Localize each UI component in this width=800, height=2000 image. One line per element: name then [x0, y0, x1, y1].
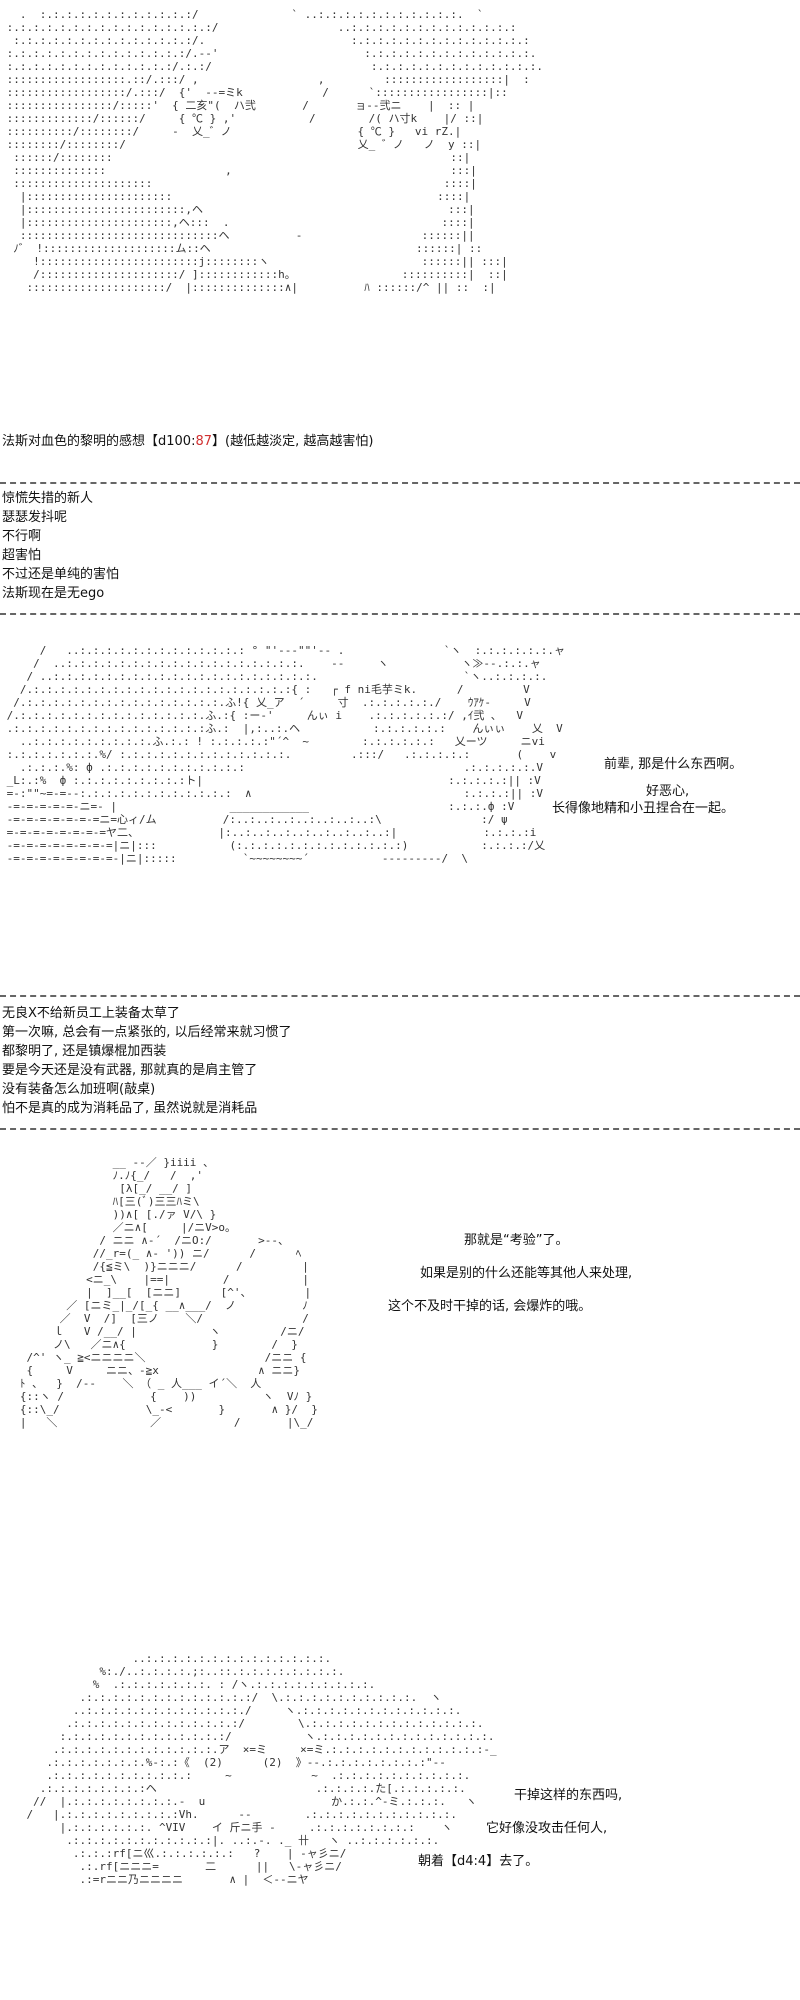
comment-line: 瑟瑟发抖呢: [2, 510, 68, 525]
dialogue-line-roll: 朝着【d4:4】去了。: [418, 1852, 622, 1871]
ascii-art-panel-1: . :.:.:.:.:.:.:.:.:.:.:.:/ ` ..:.:.:.:.:…: [6, 8, 544, 294]
comment-line: 法斯现在是无ego: [2, 586, 105, 601]
divider-1: [0, 482, 800, 484]
comment-line: 都黎明了, 还是镇爆棍加西装: [2, 1044, 167, 1059]
dialogue-line: 这个不及时干掉的话, 会爆炸的哦。: [388, 1299, 592, 1314]
comment-line: 超害怕: [2, 548, 42, 563]
ascii-art-panel-3: __ --／ }iiii 、 ﾉ.ﾉ{_/ / ,' [λ[_/ __/ ] ﾊ…: [19, 1156, 318, 1429]
roll-prefix: 朝着【d4:: [418, 1854, 478, 1869]
comment-line: 无良X不给新员工上装备太草了: [2, 1006, 180, 1021]
dialogue-line: 前辈, 那是什么东西啊。: [604, 757, 743, 772]
caption-suffix: 】(越低越淡定, 越高越害怕): [212, 434, 374, 449]
comment-line: 第一次嘛, 总会有一点紧张的, 以后经常来就习惯了: [2, 1025, 292, 1040]
comment-line: 不行啊: [2, 529, 42, 544]
dialogue-line: 如果是别的什么还能等其他人来处理,: [420, 1266, 633, 1281]
comment-line: 怕不是真的成为消耗品了, 虽然说就是消耗品: [2, 1101, 258, 1116]
divider-4: [0, 1128, 800, 1130]
dialogue-line: 它好像没攻击任何人,: [486, 1821, 608, 1836]
roll-value: 87: [195, 434, 212, 449]
comment-block-1: 惊慌失措的新人 瑟瑟发抖呢 不行啊 超害怕 不过还是单纯的害怕 法斯现在是无eg…: [2, 489, 119, 603]
comment-line: 不过还是单纯的害怕: [2, 567, 120, 582]
divider-2: [0, 613, 800, 615]
comment-line: 要是今天还是没有武器, 那就真的是肩主管了: [2, 1063, 258, 1078]
dialogue-line: 好恶心,: [646, 784, 690, 799]
comment-line: 惊慌失措的新人: [2, 491, 94, 506]
ascii-art-panel-2: / ..:.:.:.:.:.:.:.:.:.:.:.:.: ° "'‐‐‐""'…: [6, 644, 566, 865]
dialogue-line: 那就是“考验”了。: [464, 1233, 569, 1248]
caption-fas-mood-roll: 法斯对血色的黎明的感想【d100:87】(越低越淡定, 越高越害怕): [2, 432, 373, 451]
roll-value: 4: [477, 1854, 487, 1869]
dialogue-panel-4: 干掉这样的东西吗, 它好像没攻击任何人, 朝着【d4:4】去了。: [418, 1786, 622, 1871]
comment-block-2: 无良X不给新员工上装备太草了 第一次嘛, 总会有一点紧张的, 以后经常来就习惯了…: [2, 1004, 292, 1118]
dialogue-line: 干掉这样的东西吗,: [514, 1788, 623, 1803]
caption-prefix: 法斯对血色的黎明的感想【d100:: [2, 434, 196, 449]
comment-line: 没有装备怎么加班啊(敲桌): [2, 1082, 156, 1097]
dialogue-panel-2: 前辈, 那是什么东西啊。 好恶心, 长得像地精和小丑捏合在一起。: [512, 755, 742, 818]
dialogue-line: 长得像地精和小丑捏合在一起。: [552, 801, 735, 816]
dialogue-panel-3: 那就是“考验”了。 如果是别的什么还能等其他人来处理, 这个不及时干掉的话, 会…: [388, 1231, 632, 1316]
divider-3: [0, 995, 800, 997]
roll-suffix: 】去了。: [486, 1854, 539, 1869]
ascii-art-panel-4: ..:.:.:.:.:.:.:.:.:.:.:.:.:.:. %:./..:.:…: [26, 1652, 497, 1886]
